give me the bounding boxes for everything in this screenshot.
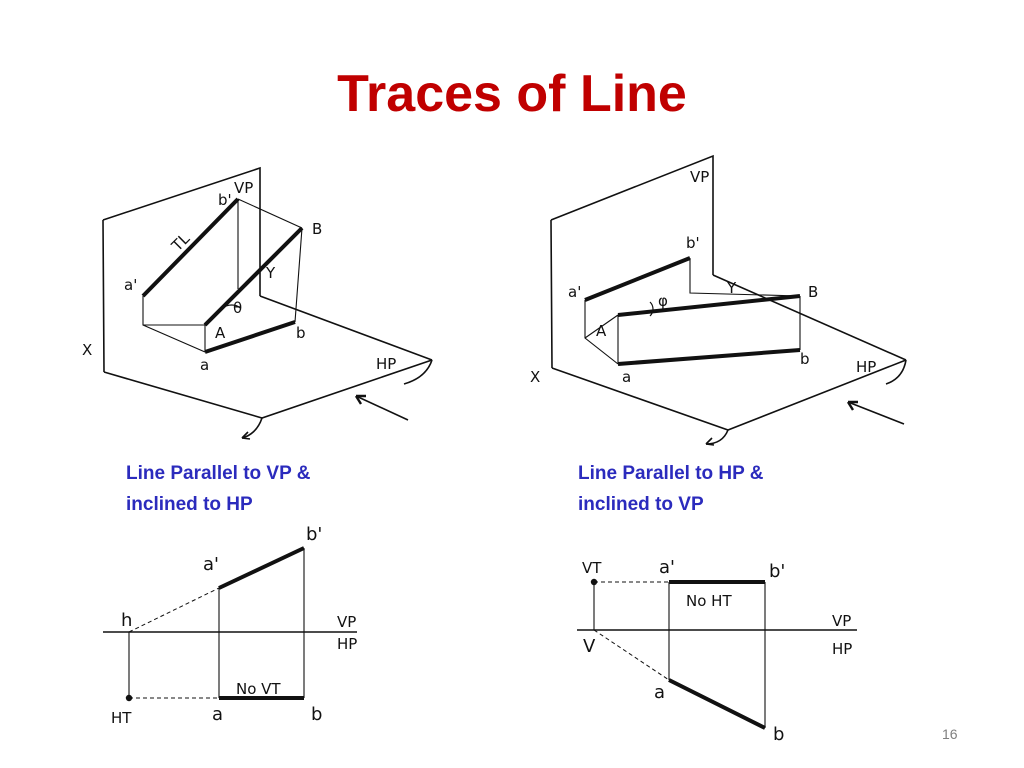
d1-b-label: b (296, 324, 306, 342)
pictorial-diagram-vp-parallel (102, 166, 433, 440)
vp-plane (102, 166, 261, 373)
front-view-a-prime-b-prime (218, 546, 305, 590)
d3-a-label: a (212, 704, 223, 725)
d1-theta-label: θ (233, 299, 242, 317)
d4-vt-label: VT (582, 559, 602, 577)
d2-phi-label: φ (658, 292, 668, 310)
ht-point (125, 694, 133, 702)
d1-b-prime-label: b' (218, 191, 232, 209)
line-a-prime-b-prime (584, 256, 691, 302)
caption-right-line1: Line Parallel to HP & (578, 463, 764, 484)
d4-b-prime-label: b' (769, 561, 785, 582)
d2-vp-label: VP (690, 168, 709, 186)
page-number: 16 (942, 726, 958, 742)
d4-a-prime-label: a' (659, 557, 675, 578)
d4-v-label: V (583, 636, 596, 657)
d1-tl-label: TL (167, 229, 193, 255)
caption-right: Line Parallel to HP & inclined to VP (578, 458, 763, 520)
d2-a-prime-label: a' (568, 283, 581, 301)
projector-lines (128, 548, 305, 698)
d1-A-label: A (215, 324, 226, 342)
d1-gamma-label: Y (265, 264, 276, 282)
d3-ht-label: HT (111, 709, 132, 727)
d2-hp-label: HP (856, 358, 876, 376)
line-AB (617, 294, 801, 317)
d4-vp-label: VP (832, 612, 851, 630)
caption-left-line1: Line Parallel to VP & (126, 463, 311, 484)
projector-lines (593, 582, 766, 728)
d1-hp-label: HP (376, 355, 396, 373)
vt-point (590, 578, 598, 586)
d4-hp-label: HP (832, 640, 852, 658)
line-AB (203, 226, 304, 327)
d1-vp-label: VP (234, 179, 253, 197)
d2-gamma-label: Y (726, 279, 737, 297)
d1-a-prime-label: a' (124, 276, 137, 294)
d2-a-label: a (622, 368, 631, 386)
extended-line (128, 587, 220, 633)
orthographic-diagram-vp-parallel (103, 546, 357, 702)
d1-a-label: a (200, 356, 209, 374)
orthographic-diagram-hp-parallel (577, 578, 857, 730)
d3-vp-label: VP (337, 613, 356, 631)
d4-b-label: b (773, 724, 784, 745)
d3-b-label: b (311, 704, 322, 725)
d3-hp-label: HP (337, 635, 357, 653)
top-view-ab (668, 678, 766, 730)
slide-title: Traces of Line (337, 65, 687, 123)
d2-b-label: b (800, 350, 810, 368)
caption-left: Line Parallel to VP & inclined to HP (126, 458, 310, 520)
d2-x-label: X (530, 368, 540, 386)
d2-A-label: A (596, 322, 607, 340)
line-ab-top-view (617, 348, 801, 366)
d3-h-label: h (121, 610, 132, 631)
hp-plane (551, 359, 907, 431)
vp-plane (550, 154, 714, 369)
line-a-prime-b-prime (141, 197, 240, 298)
d1-B-label: B (312, 220, 322, 238)
line-ab-top-view (204, 320, 296, 354)
d3-no-vt-label: No VT (236, 680, 281, 698)
d2-B-label: B (808, 283, 818, 301)
d4-a-label: a (654, 682, 665, 703)
extended-line (593, 629, 670, 681)
pictorial-diagram-hp-parallel (550, 154, 907, 446)
d2-b-prime-label: b' (686, 234, 700, 252)
projector-lines (584, 258, 801, 365)
d4-no-ht-label: No HT (686, 592, 732, 610)
d1-x-label: X (82, 341, 92, 359)
d3-a-prime-label: a' (203, 554, 219, 575)
caption-left-line2: inclined to HP (126, 494, 253, 515)
caption-right-line2: inclined to VP (578, 494, 704, 515)
projector-lines (142, 198, 303, 353)
d3-b-prime-label: b' (306, 524, 322, 545)
